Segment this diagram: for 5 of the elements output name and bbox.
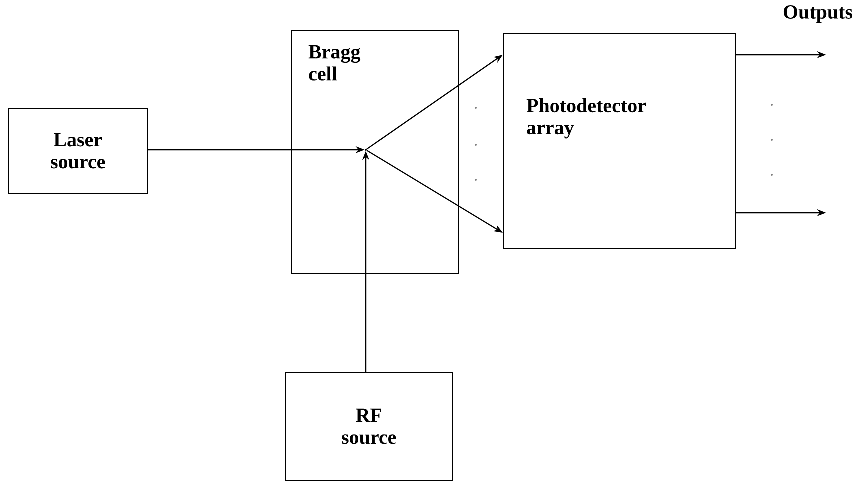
block-box: RF source <box>285 372 454 482</box>
output-label: Outputs <box>784 6 853 24</box>
block-box: Bragg cell <box>291 30 460 274</box>
block-box: Laser source <box>8 108 148 194</box>
block-box: Photodetector array <box>503 33 736 250</box>
